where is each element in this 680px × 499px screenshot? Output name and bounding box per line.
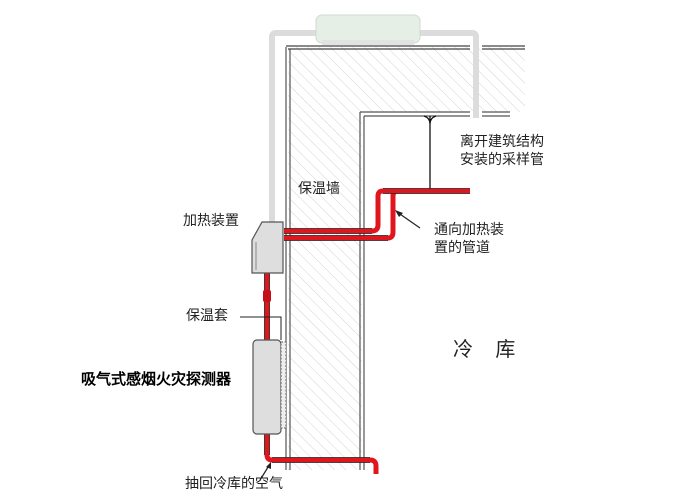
insulation-sleeve-leader: [240, 316, 282, 340]
sampling-pipe: [264, 188, 470, 474]
insulated-wall: [285, 45, 525, 470]
heater-pipe-label-1: 通向加热装: [434, 222, 504, 238]
detector-label: 吸气式感烟火灾探测器: [81, 370, 232, 388]
insulated-wall-label: 保温墙: [298, 181, 340, 197]
sampling-pipe-label-2: 安装的采样管: [460, 152, 544, 168]
sampling-pipe-hanger: [423, 115, 437, 192]
insulation-sleeve: [280, 341, 287, 429]
heater-pipe-label-2: 置的管道: [434, 240, 490, 256]
detector-box: [252, 339, 282, 435]
sampling-pipe-label-1: 离开建筑结构: [460, 134, 544, 150]
heater-label: 加热装置: [183, 213, 239, 229]
top-device: [315, 14, 421, 44]
insulation-sleeve-label: 保温套: [186, 308, 228, 324]
heater-box: [251, 221, 284, 274]
cold-room-label: 冷 库: [453, 337, 524, 361]
return-air-label: 抽回冷库的空气: [185, 476, 283, 492]
